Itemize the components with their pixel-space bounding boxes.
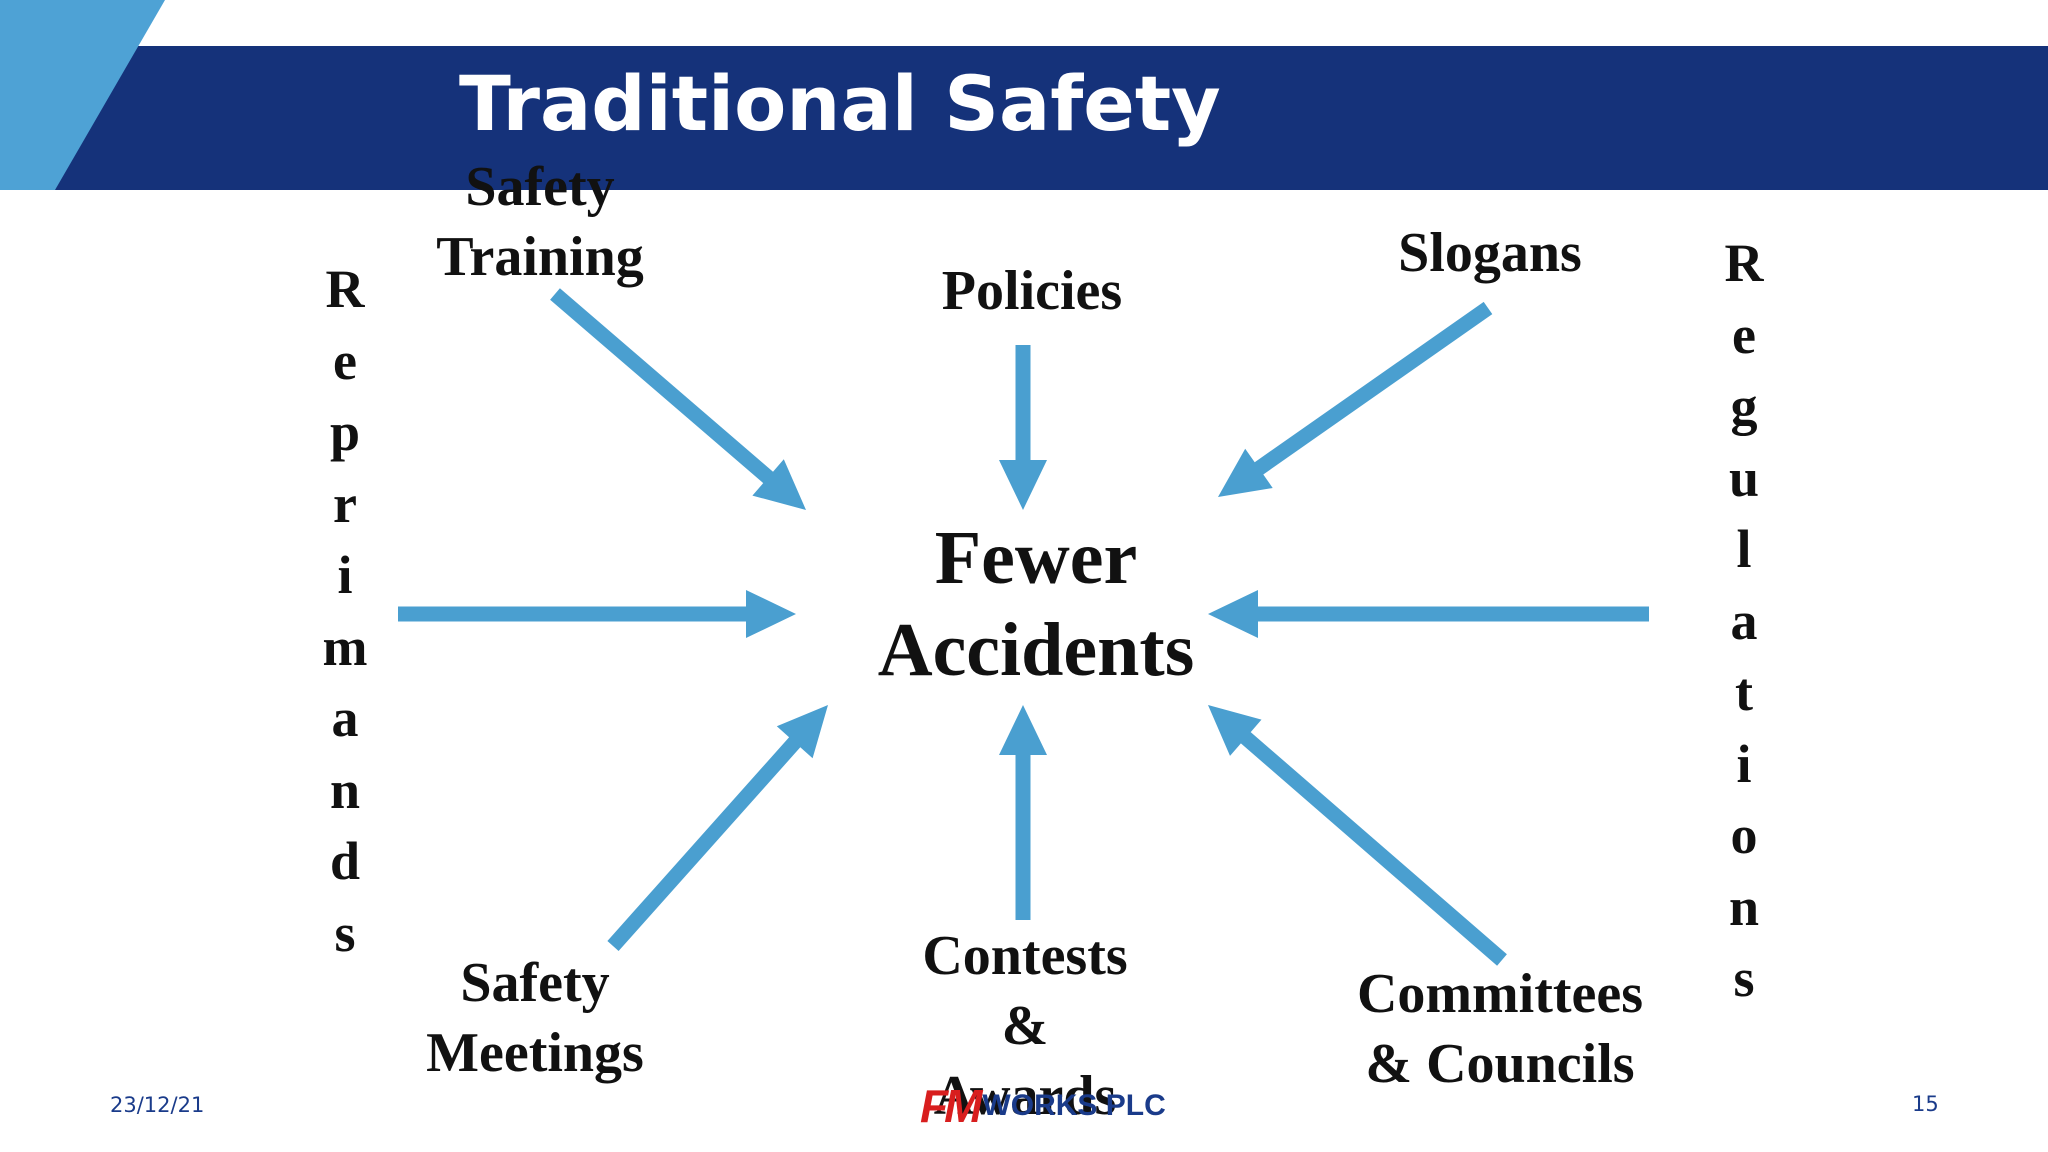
arrow-reprimands bbox=[398, 590, 796, 638]
label-safety-training: Safety Training bbox=[410, 152, 670, 292]
label-regulations-letter: a bbox=[1730, 590, 1758, 651]
label-regulations-letter: i bbox=[1736, 733, 1752, 794]
label-contests-awards-line-2: & bbox=[1001, 995, 1049, 1057]
label-reprimands-letter: p bbox=[329, 402, 361, 462]
label-regulations-letter: t bbox=[1735, 662, 1753, 722]
label-safety-training-line-2: Training bbox=[436, 226, 644, 288]
slide-title: Traditional Safety bbox=[459, 59, 1221, 148]
label-committees-councils-line-2: & Councils bbox=[1365, 1033, 1635, 1095]
label-reprimands-letter: d bbox=[329, 831, 361, 891]
header-accent bbox=[0, 0, 165, 190]
label-reprimands-letter: a bbox=[331, 688, 359, 748]
label-fewer-accidents: Fewer Accidents bbox=[856, 512, 1216, 696]
label-committees-councils: Committees & Councils bbox=[1330, 959, 1670, 1099]
label-reprimands-letter: n bbox=[329, 759, 361, 820]
label-slogans-line-1: Slogans bbox=[1398, 222, 1582, 284]
arrow-contests-awards bbox=[999, 705, 1047, 920]
arrow-group bbox=[398, 288, 1649, 966]
label-contests-awards-line-3: Awards bbox=[933, 1065, 1117, 1127]
arrow-policies bbox=[999, 345, 1047, 510]
label-regulations-letter: l bbox=[1736, 519, 1752, 579]
footer-page-number: 15 bbox=[1912, 1092, 1939, 1116]
label-fewer-accidents-line-2: Accidents bbox=[877, 608, 1195, 692]
label-contests-awards-line-1: Contests bbox=[922, 925, 1128, 987]
label-fewer-accidents-line-1: Fewer bbox=[934, 516, 1138, 600]
label-regulations-letter: e bbox=[1732, 304, 1756, 365]
logo-mark-icon: FM bbox=[920, 1080, 982, 1132]
arrow-slogans bbox=[1218, 301, 1493, 497]
label-reprimands-letter: r bbox=[333, 473, 357, 534]
label-regulations-letter: o bbox=[1730, 805, 1758, 865]
label-reprimands-letter: s bbox=[334, 902, 356, 963]
arrow-committees-councils bbox=[1208, 705, 1507, 966]
label-reprimands-letter: m bbox=[322, 616, 368, 677]
label-safety-meetings-line-1: Safety bbox=[460, 952, 610, 1014]
arrow-safety-meetings bbox=[607, 705, 828, 951]
header-band bbox=[0, 46, 2048, 190]
label-committees-councils-line-1: Committees bbox=[1356, 963, 1644, 1025]
label-reprimands-letter: R bbox=[325, 259, 365, 319]
label-safety-training-line-1: Safety bbox=[465, 156, 615, 218]
label-policies: Policies bbox=[892, 256, 1172, 326]
footer-date: 23/12/21 bbox=[110, 1093, 205, 1117]
label-regulations-letter: s bbox=[1733, 948, 1755, 1008]
arrow-safety-training bbox=[550, 288, 806, 510]
label-reprimands-letter: e bbox=[333, 330, 357, 391]
label-safety-meetings-line-2: Meetings bbox=[426, 1022, 644, 1084]
footer-logo: FM WORKS PLC bbox=[920, 1080, 1166, 1132]
label-contests-awards: Contests & Awards bbox=[880, 921, 1170, 1131]
label-reprimands-letter: i bbox=[337, 545, 353, 605]
logo-wordmark: WORKS PLC bbox=[982, 1089, 1166, 1122]
label-regulations-letter: n bbox=[1728, 876, 1760, 937]
label-regulations-letter: g bbox=[1730, 376, 1758, 436]
label-regulations-letter: u bbox=[1728, 447, 1760, 508]
label-slogans: Slogans bbox=[1360, 218, 1620, 288]
arrow-regulations bbox=[1208, 590, 1649, 638]
label-regulations-letter: R bbox=[1724, 233, 1764, 293]
label-safety-meetings: Safety Meetings bbox=[400, 948, 670, 1088]
label-policies-line-1: Policies bbox=[941, 260, 1123, 322]
